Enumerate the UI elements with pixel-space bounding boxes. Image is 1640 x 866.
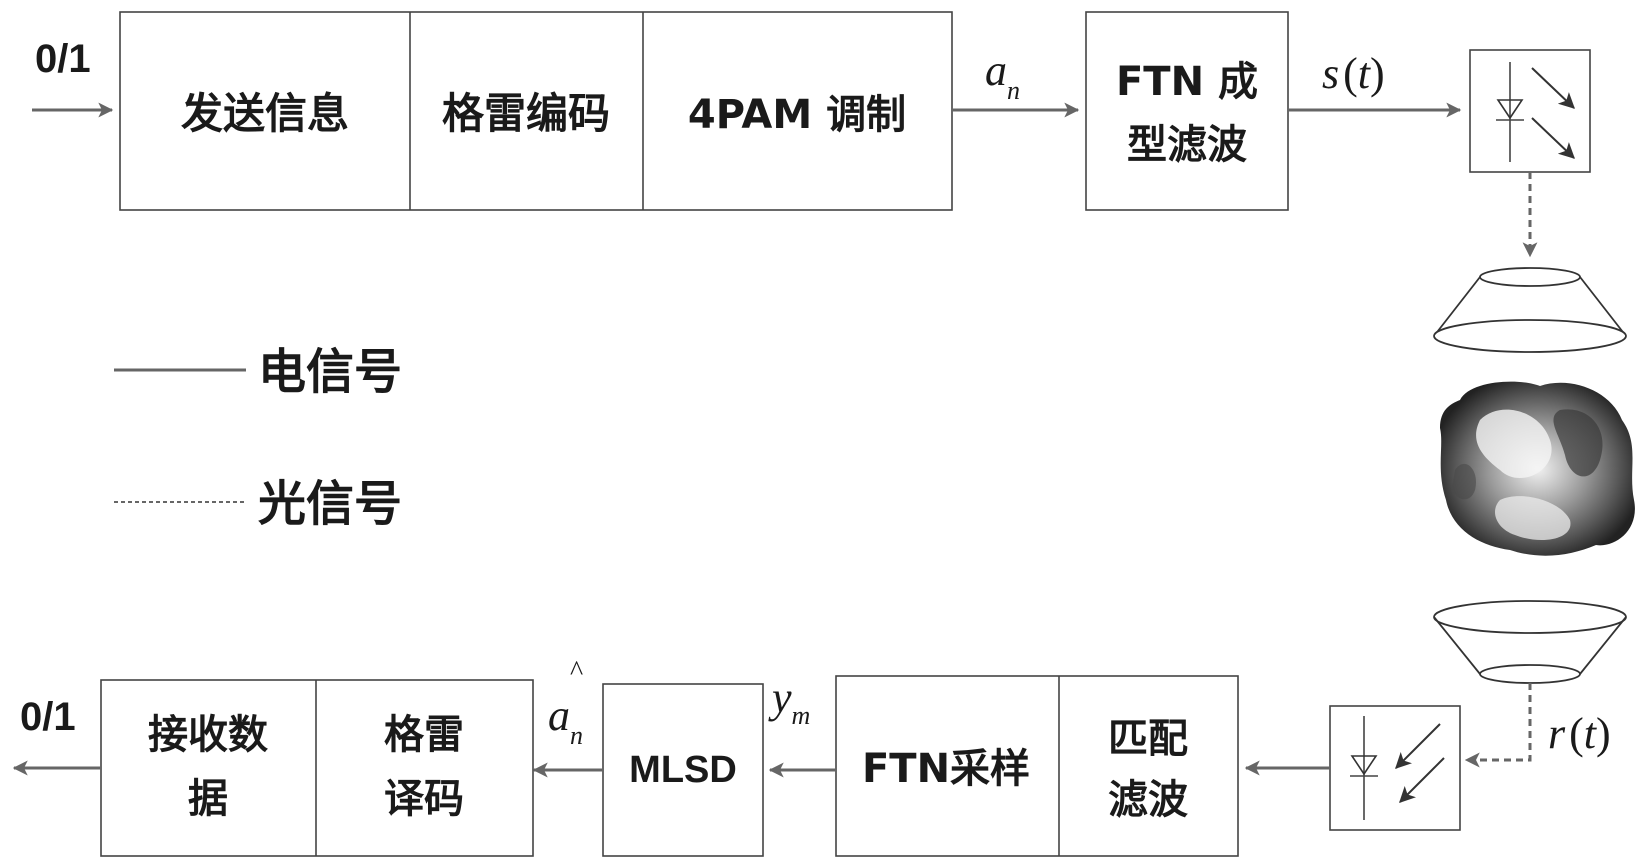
pam-modulate-block: 4PAM 调制 [688, 92, 906, 138]
st-label: s(t) [1322, 49, 1385, 98]
an-label: an [985, 46, 1020, 105]
trellis-decode-line1: 格雷 [384, 712, 464, 758]
receive-data-line1: 接收数 [148, 712, 268, 758]
trellis-decode-line2: 译码 [384, 776, 464, 822]
ftn-shaping-block [1085, 11, 1289, 211]
send-info-block: 发送信息 [181, 89, 349, 138]
rt-label: r(t) [1548, 709, 1611, 758]
rx-decode-group [100, 679, 534, 857]
matched-filter-line2: 滤波 [1108, 777, 1188, 823]
legend-optical-label: 光信号 [258, 476, 402, 532]
ftn-shaping-line1: FTN 成 [1116, 59, 1258, 105]
tx-block-group [119, 11, 953, 211]
laser-transmitter [1469, 49, 1591, 173]
turbulence-channel [1440, 381, 1635, 556]
legend-electrical-label: 电信号 [258, 344, 402, 400]
rx-ftn-group [835, 675, 1239, 857]
trellis-encode-block: 格雷编码 [442, 89, 610, 138]
mlsd-label: MLSD [629, 749, 737, 791]
an-hat-label: an [548, 691, 583, 750]
input-bits-label: 0/1 [35, 37, 91, 81]
ftn-shaping-line2: 型滤波 [1127, 122, 1247, 168]
transmit-lens [1433, 267, 1627, 353]
an-hat-caret: ^ [570, 656, 583, 687]
ym-label: ym [768, 673, 810, 730]
ftn-sampling-block: FTN采样 [862, 746, 1030, 792]
matched-filter-line1: 匹配 [1108, 716, 1188, 762]
receive-lens [1433, 600, 1627, 684]
photodetector [1329, 705, 1461, 831]
optical-path-to-detector [1464, 683, 1532, 768]
output-bits-label: 0/1 [20, 695, 76, 739]
receive-data-line2: 据 [188, 776, 228, 822]
